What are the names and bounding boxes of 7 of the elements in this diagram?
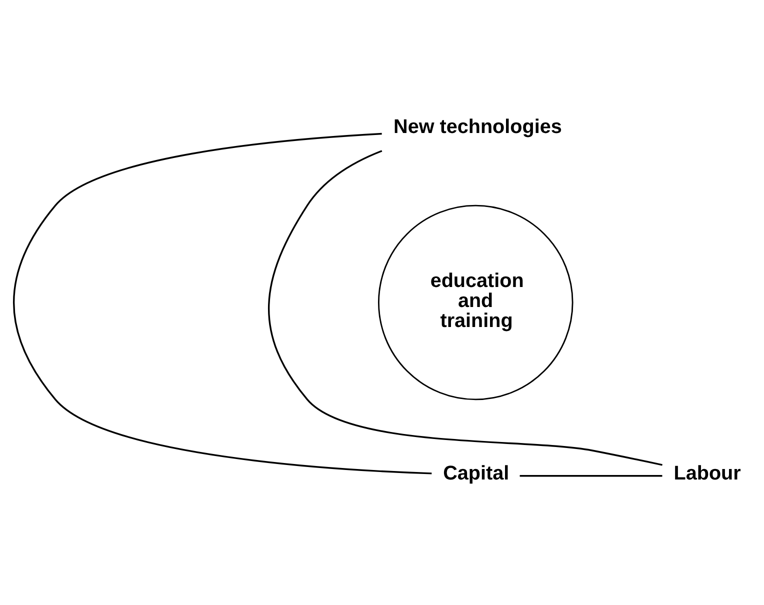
connector: [268, 150, 662, 466]
node-text: Labour: [674, 462, 741, 485]
node-text: New technologies: [394, 116, 562, 138]
node-circle: education and training: [378, 204, 574, 400]
connector: [12, 132, 432, 474]
node-text: Capital: [443, 462, 510, 485]
connector: [520, 475, 662, 477]
